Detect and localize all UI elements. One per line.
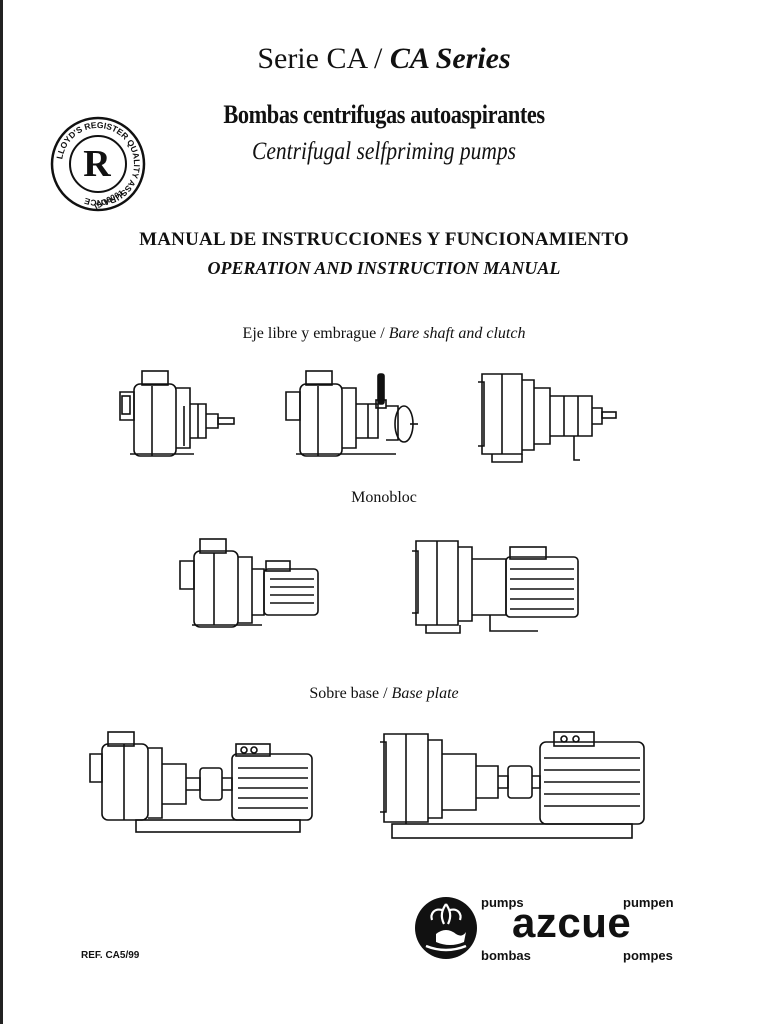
subtitle-english: Centrifugal selfpriming pumps [252,138,516,165]
section-caption-monobloc: Monobloc [351,489,417,506]
page-title: Serie CA / CA Series [257,42,511,75]
quality-assurance-seal: LLOYD'S REGISTER QUALITY ASSURANCE R ISO… [50,116,146,212]
pump-drawing-monobloc-small [179,538,319,628]
page-left-edge [0,0,3,1024]
pump-drawing-bare-shaft-large [478,373,617,463]
pump-drawing-monobloc-large [412,540,579,634]
azcue-logo-icon [415,897,477,959]
brand-name: azcue [512,899,632,946]
manual-title-english: OPERATION AND INSTRUCTION MANUAL [207,258,561,278]
section-caption-base-plate: Sobre base / Base plate [309,685,459,702]
pump-drawing-base-plate-small [89,731,313,833]
subtitle-spanish: Bombas centrifugas autoaspirantes [223,100,545,129]
brand-word-pumpen: pumpen [623,895,674,910]
pump-drawing-clutch [285,370,418,457]
brand-word-pumps: pumps [481,895,524,910]
pump-drawing-bare-shaft [119,370,235,457]
seal-letter: R [83,143,111,185]
manual-title-spanish: MANUAL DE INSTRUCCIONES Y FUNCIONAMIENTO [139,229,629,250]
brand-word-pompes: pompes [623,948,673,963]
pump-drawing-base-plate-large [380,731,645,839]
section-caption-bare-shaft: Eje libre y embrague / Bare shaft and cl… [242,325,526,342]
brand-word-bombas: bombas [481,948,531,963]
reference-code: REF. CA5/99 [81,950,140,961]
